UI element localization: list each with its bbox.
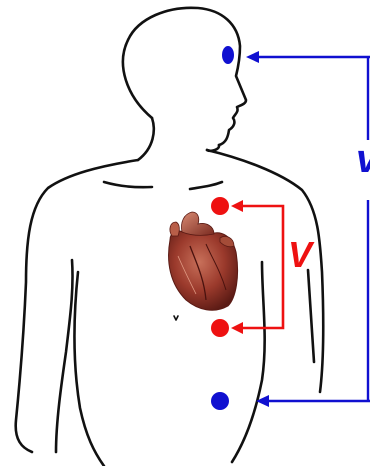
- left-torso-side: [75, 272, 105, 466]
- heart-icon: [169, 212, 238, 310]
- body-outline: [16, 8, 324, 466]
- lower-chest-electrode: [211, 319, 229, 337]
- left-shoulder-arm: [16, 160, 138, 452]
- upper-chest-electrode: [211, 197, 229, 215]
- head-circuit: v: [211, 46, 370, 410]
- head-voltage-label: v: [356, 137, 370, 181]
- neck-left: [138, 118, 154, 160]
- heart-voltage-label: V: [288, 234, 315, 275]
- heart-left-vessel: [170, 222, 179, 236]
- head-wire-arrowhead: [246, 51, 259, 63]
- head-electrode: [222, 46, 234, 64]
- upper-wire-arrowhead: [231, 200, 243, 212]
- right-torso-side: [232, 262, 265, 462]
- navel-mark: [174, 316, 178, 320]
- heart-aorta: [181, 212, 214, 235]
- lower-wire-arrowhead: [231, 322, 243, 334]
- left-collarbone: [104, 182, 152, 187]
- left-inner-arm: [56, 260, 73, 452]
- right-collarbone: [190, 182, 222, 189]
- waist-electrode: [211, 392, 229, 410]
- head-outline: [123, 8, 246, 145]
- right-inner-arm: [308, 270, 314, 362]
